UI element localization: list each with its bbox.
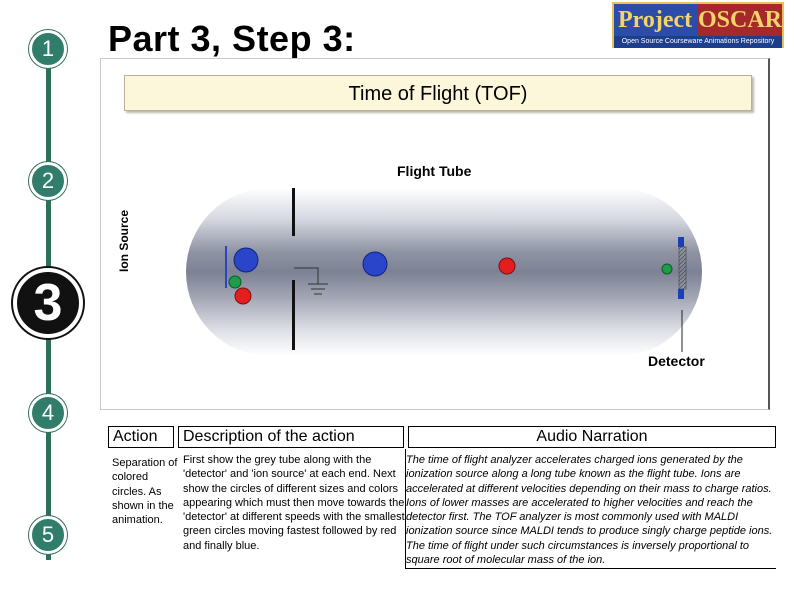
ion-large-blue (233, 247, 259, 273)
step-3-button-current[interactable]: 3 (13, 268, 83, 338)
step-5-button[interactable]: 5 (29, 516, 67, 554)
accelerator-plate-top (292, 188, 295, 236)
logo-word-oscar: OSCAR (697, 4, 782, 36)
animation-panel (100, 58, 770, 410)
header-action: Action (108, 426, 174, 448)
header-audio-narration: Audio Narration (408, 426, 776, 448)
accelerator-plate-bottom (292, 280, 295, 350)
page-title: Part 3, Step 3: (108, 18, 356, 59)
description-text: First show the grey tube along with the … (183, 454, 405, 552)
logo-word-project: Project (614, 4, 698, 36)
ion-small-green-moving (661, 263, 673, 275)
header-description: Description of the action (178, 426, 404, 448)
detector-icon (678, 237, 687, 299)
tof-title-box: Time of Flight (TOF) (124, 75, 752, 111)
ion-small-green (228, 275, 242, 289)
step-1-button[interactable]: 1 (29, 30, 67, 68)
ion-source-plate (225, 246, 227, 288)
audio-narration-text: The time of flight analyzer accelerates … (406, 454, 773, 567)
project-oscar-logo: Project OSCAR Open Source Courseware Ani… (612, 2, 784, 48)
ion-source-label: Ion Source (117, 209, 131, 272)
ion-medium-red (234, 287, 252, 305)
ion-large-blue-moving (362, 251, 388, 277)
detector-label: Detector (648, 353, 705, 369)
ground-symbol-icon (294, 267, 328, 295)
storyboard-table: Action Description of the action Audio N… (108, 426, 776, 570)
step-2-button[interactable]: 2 (29, 162, 67, 200)
bottom-rule (406, 568, 776, 569)
flight-tube-label: Flight Tube (397, 163, 472, 179)
column-divider (405, 449, 406, 569)
ion-medium-red-moving (498, 257, 516, 275)
logo-subtitle: Open Source Courseware Animations Reposi… (614, 36, 782, 48)
action-text: Separation of colored circles. As shown … (112, 457, 178, 527)
flight-tube (186, 188, 702, 356)
step-4-button[interactable]: 4 (29, 394, 67, 432)
